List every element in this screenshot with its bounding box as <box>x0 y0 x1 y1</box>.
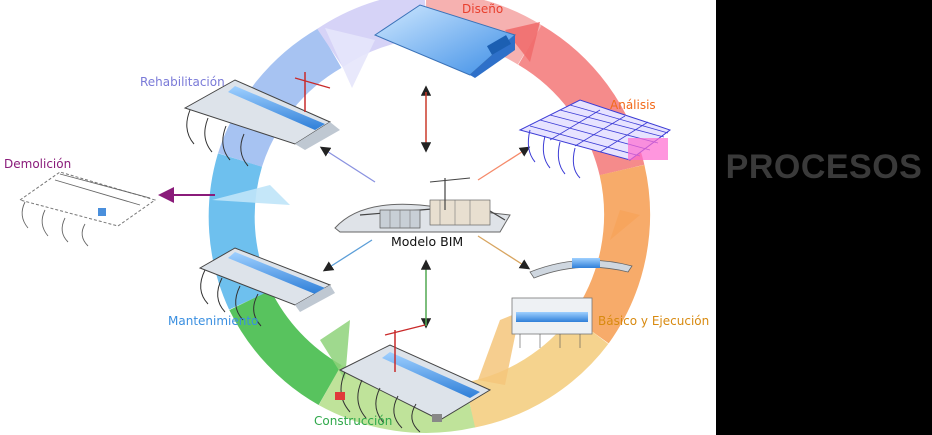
spoke-analisis <box>477 146 531 181</box>
spoke-mantenimiento <box>322 239 373 272</box>
ring-arrow-3 <box>478 312 520 385</box>
ring-segment-basico <box>571 164 651 344</box>
illustration-mantenimiento <box>198 247 335 327</box>
ring-arrow-4 <box>320 320 350 380</box>
stage-label-rehabilitacion: Rehabilitación <box>140 75 225 89</box>
illustration-demolicion <box>18 171 157 247</box>
ring-arrow-2 <box>610 210 640 240</box>
spoke-arrows <box>158 85 531 329</box>
ring-arrow-6 <box>325 28 375 88</box>
illustration-construccion <box>335 324 492 433</box>
ring-segment-construccion-green <box>229 289 342 405</box>
stage-label-demolicion: Demolición <box>4 157 72 171</box>
stage-label-construccion: Construcción <box>314 414 393 428</box>
side-panel-title: PROCESOS <box>725 148 923 186</box>
spoke-basico <box>477 235 531 270</box>
ring-segment-rehabilitacion <box>218 28 342 168</box>
illustration-analisis <box>518 99 672 179</box>
spoke-rehabilitacion <box>319 146 376 183</box>
stage-label-mantenimiento: Mantenimiento <box>168 314 259 328</box>
illustration-rehabilitacion <box>183 72 340 167</box>
stage-label-analisis: Análisis <box>610 98 656 112</box>
bim-lifecycle-diagram <box>18 0 672 433</box>
stage-label-diseno: Diseño <box>462 2 504 16</box>
center-label-modelo-bim: Modelo BIM <box>391 234 464 249</box>
illustration-basico <box>511 258 633 348</box>
illustration-diseno <box>373 4 516 78</box>
ring-arrow-5 <box>212 185 290 205</box>
side-panel: PROCESOS <box>716 0 932 435</box>
ring-arrow-1 <box>505 22 540 62</box>
bim-model-illustration <box>334 177 511 233</box>
ring-segment-ejecucion <box>465 315 609 428</box>
stage-label-basico: Básico y Ejecución <box>598 314 710 328</box>
